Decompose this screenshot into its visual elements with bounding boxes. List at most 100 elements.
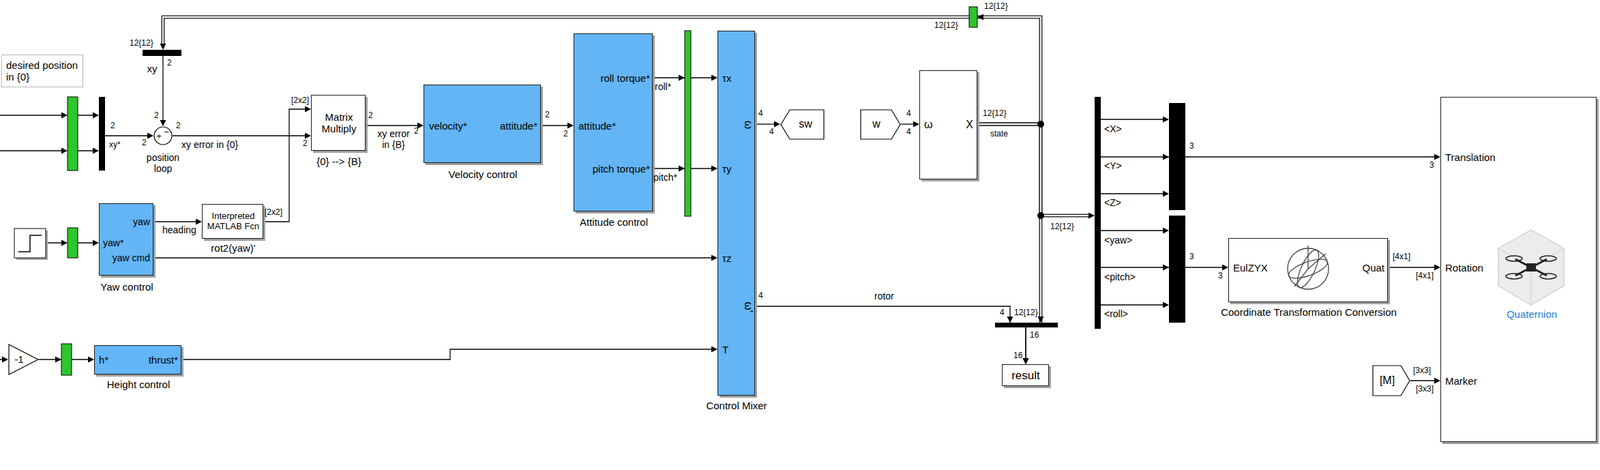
signal-line	[1100, 156, 1435, 157]
block-text: −	[163, 127, 170, 138]
subsystem-block: h*thrust*Height control	[94, 345, 182, 375]
arrowheads	[2, 14, 1169, 363]
rate-block	[61, 343, 72, 376]
block-text: Control Mixer	[705, 400, 767, 412]
signal-connector	[153, 257, 712, 259]
block-text: -1	[14, 353, 24, 366]
signal-name: pitch*	[653, 172, 678, 184]
block-text: yaw	[132, 216, 151, 228]
signal-connector	[172, 135, 305, 137]
mux-bar	[1168, 102, 1186, 211]
signal-dimension: 12{12}	[982, 109, 1007, 118]
from-shape	[1372, 365, 1410, 396]
signal-line	[153, 220, 196, 222]
signal-dimension: 3	[1189, 141, 1195, 151]
signal-dimension: 12{12}	[934, 21, 959, 31]
block-text: ω	[742, 120, 755, 130]
arrowhead	[61, 240, 68, 247]
axis-line	[1294, 245, 1326, 287]
signal-connector	[754, 306, 1026, 359]
signal-connector	[263, 109, 305, 222]
block-text: ω	[924, 118, 933, 131]
signal-connector	[1100, 156, 1435, 158]
block-text: thrust*	[148, 354, 179, 367]
block-text: <pitch>	[1104, 272, 1136, 284]
signal-line	[172, 135, 305, 136]
arrowhead	[92, 240, 99, 247]
cube-outline	[1498, 229, 1564, 305]
function-block: Interpreted MATLAB Fcnrot2(yaw)'	[201, 203, 264, 239]
arrowhead	[1162, 264, 1169, 271]
annotation-box: desired position in {0}	[1, 54, 84, 88]
signal-dimension: 12{12}	[984, 2, 1009, 11]
signal-connector	[540, 125, 568, 127]
block-text: <Z>	[1104, 197, 1122, 209]
drone-rotor	[1539, 255, 1557, 262]
arrowhead	[61, 147, 68, 155]
block-text: [M]	[1379, 374, 1395, 387]
display-block: result	[1001, 364, 1049, 387]
block-text: attitude*	[578, 120, 616, 133]
subsystem-block: velocity*attitude*Velocity control	[423, 84, 541, 164]
signal-dimension: 12{12}	[1050, 222, 1075, 232]
arrowhead	[147, 132, 154, 140]
arrowhead	[678, 165, 685, 172]
block-text: Translation	[1445, 152, 1496, 164]
signal-dimension: 4	[999, 308, 1005, 318]
bus-creator	[67, 96, 78, 171]
from-shape	[860, 109, 901, 140]
signal-line	[1387, 266, 1435, 268]
goto-tag: sw	[780, 109, 825, 140]
rotation-icon	[1286, 245, 1330, 290]
signal-dimension: [3x3]	[1413, 366, 1431, 376]
signal-connector	[163, 55, 164, 121]
signal-dimension: 2	[302, 139, 308, 148]
signal-dimension: 2	[368, 111, 374, 121]
arrowhead	[678, 75, 685, 82]
arrowhead	[1162, 190, 1169, 198]
signal-dimension: xy*	[109, 140, 121, 150]
block-text: rot2(yaw)'	[210, 242, 256, 255]
block-text: yaw cmd	[112, 253, 151, 264]
signal-dimension: 4	[906, 127, 912, 137]
bus-selector: <X><Y><Z><yaw><pitch><roll>	[1094, 96, 1101, 329]
green-blocks	[61, 6, 978, 376]
signal-line	[754, 306, 1026, 359]
block-text: result	[1011, 368, 1041, 382]
arrowhead	[1162, 227, 1169, 234]
signal-name: xy error in {B}	[373, 128, 414, 151]
signal-line	[162, 55, 164, 121]
signal-dimension: 2	[175, 121, 181, 131]
sum-block: +−position loop	[153, 126, 173, 146]
model-block: ωX	[919, 70, 978, 180]
step-block	[14, 228, 46, 258]
rate-block	[67, 227, 78, 258]
bus-creator	[684, 30, 691, 217]
block-outline	[153, 126, 173, 146]
arrowhead	[1162, 302, 1169, 309]
signal-name: roll*	[654, 81, 672, 93]
arrowhead	[1038, 316, 1045, 323]
branch-dot	[1037, 120, 1045, 128]
block-text: sw	[798, 117, 813, 131]
signal-dimension: 4	[906, 109, 912, 118]
selector-block: xy	[142, 49, 182, 56]
signal-line	[1410, 379, 1435, 381]
block-outline	[860, 109, 901, 140]
block-text: pitch torque*	[592, 163, 650, 176]
bus-line-core	[977, 124, 1089, 216]
signal-dimension: state	[990, 129, 1009, 139]
block-text: Yaw control	[100, 281, 153, 294]
block-text: h*	[98, 354, 109, 367]
signal-line	[754, 123, 775, 125]
arrowhead	[92, 147, 99, 155]
gain-block: -1	[8, 343, 39, 376]
signal-dimension: 3	[1429, 160, 1435, 170]
signal-dimension: 2	[413, 126, 419, 136]
signal-line	[153, 257, 712, 258]
arrowhead	[1162, 154, 1169, 161]
animation-block: TranslationRotationMarkerQuaternion	[1440, 96, 1597, 442]
arrowhead	[977, 14, 984, 21]
drone-body	[1526, 263, 1536, 272]
